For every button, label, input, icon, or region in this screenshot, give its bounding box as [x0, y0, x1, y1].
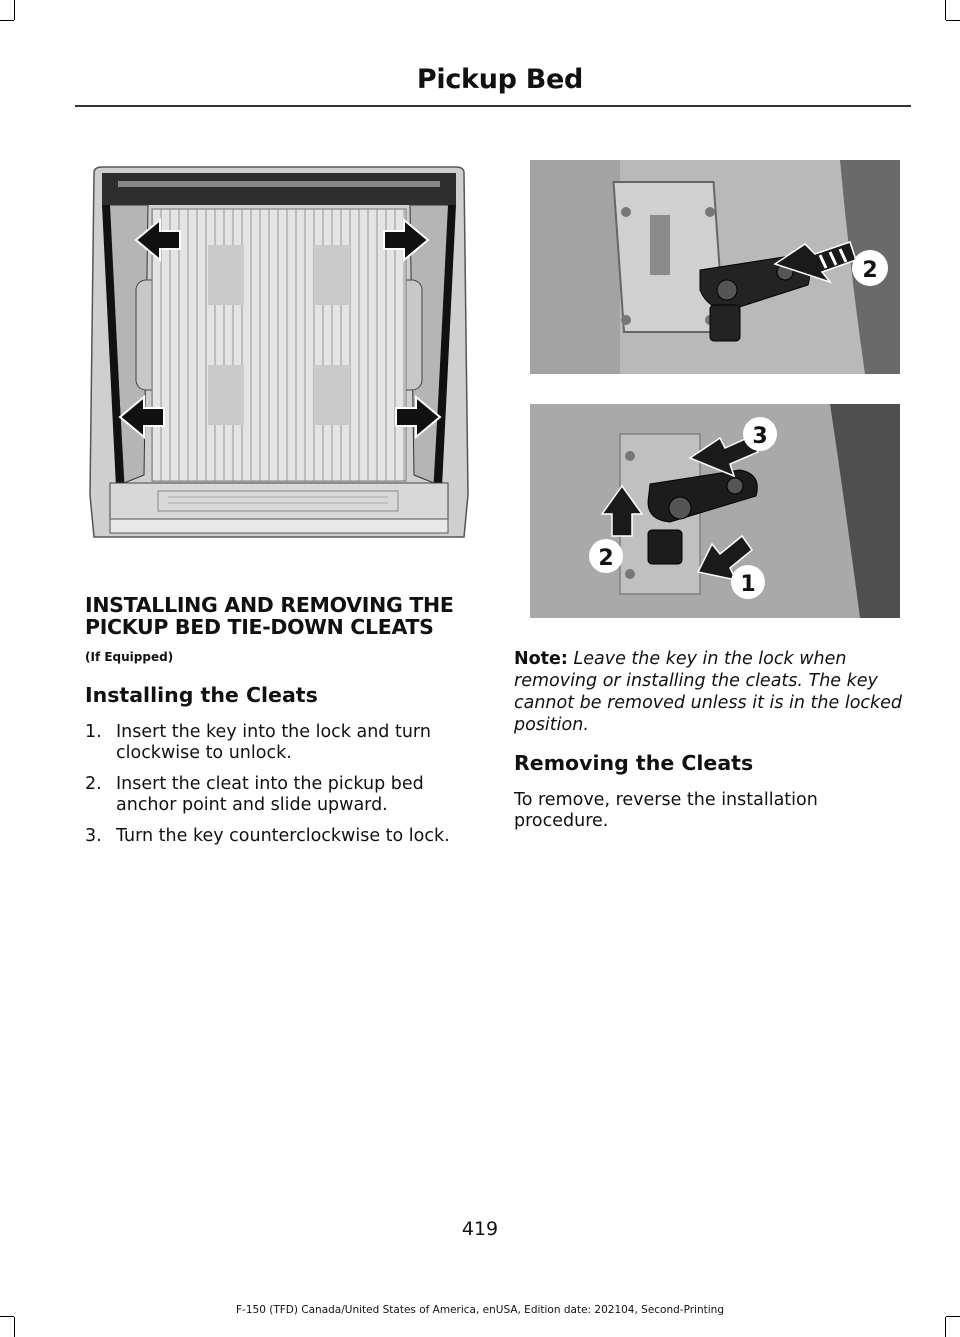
step-text: Turn the key counterclockwise to lock.: [116, 826, 450, 846]
crop-mark: [14, 1317, 15, 1337]
step-number: 1.: [85, 722, 102, 742]
note-label: Note:: [514, 649, 568, 669]
crop-mark: [946, 1316, 960, 1317]
list-item: 1. Insert the key into the lock and turn …: [85, 722, 480, 764]
crop-mark: [14, 0, 15, 20]
callout-2-icon: [589, 539, 623, 573]
step-number: 2.: [85, 774, 102, 794]
if-equipped-label: (If Equipped): [85, 650, 174, 664]
step-text: Insert the cleat into the pickup bed anc…: [116, 774, 424, 815]
footer-text: F-150 (TFD) Canada/United States of Amer…: [236, 1304, 724, 1316]
pickup-bed-figure: [88, 165, 470, 547]
list-item: 2. Insert the cleat into the pickup bed a…: [85, 774, 480, 816]
callout-1-icon: [731, 565, 765, 599]
arrow-right-top-icon: [383, 217, 430, 263]
list-item: 3. Turn the key counterclockwise to lock.: [85, 826, 480, 847]
callout-2-icon: [852, 250, 888, 286]
remove-heading: Removing the Cleats: [514, 751, 754, 775]
crop-mark: [946, 20, 960, 21]
cleat-remove-illustration-icon: 3 2 1: [530, 404, 900, 618]
callout-number: 1: [740, 572, 755, 597]
install-heading: Installing the Cleats: [85, 683, 318, 707]
cleat-install-figure: 2: [530, 160, 900, 374]
install-steps: 1. Insert the key into the lock and turn …: [85, 722, 480, 857]
step-text: Insert the key into the lock and turn cl…: [116, 722, 431, 763]
callout-3-icon: [743, 417, 777, 451]
page-number: 419: [461, 1218, 499, 1240]
note: Note: Leave the key in the lock when rem…: [514, 648, 912, 736]
arrow-left-bottom-icon: [118, 394, 165, 440]
pickup-bed-illustration-icon: [89, 166, 469, 538]
arrow-left-top-icon: [134, 217, 181, 263]
header-rule: [75, 105, 911, 107]
cleat-install-illustration-icon: 2: [530, 160, 900, 374]
page-title: Pickup Bed: [416, 64, 584, 95]
crop-mark: [0, 1316, 14, 1317]
crop-mark: [945, 0, 946, 20]
note-text: Leave the key in the lock when removing …: [514, 649, 903, 735]
callout-number: 2: [598, 546, 613, 571]
section-title: INSTALLING AND REMOVING THE PICKUP BED T…: [85, 593, 454, 639]
remove-paragraph: To remove, reverse the installation proc…: [514, 790, 818, 831]
callout-number: 3: [752, 424, 767, 449]
crop-mark: [945, 1317, 946, 1337]
callout-number: 2: [862, 258, 877, 283]
step-number: 3.: [85, 826, 102, 846]
crop-mark: [0, 20, 14, 21]
arrow-right-bottom-icon: [395, 394, 442, 440]
cleat-remove-figure: 3 2 1: [530, 404, 900, 618]
